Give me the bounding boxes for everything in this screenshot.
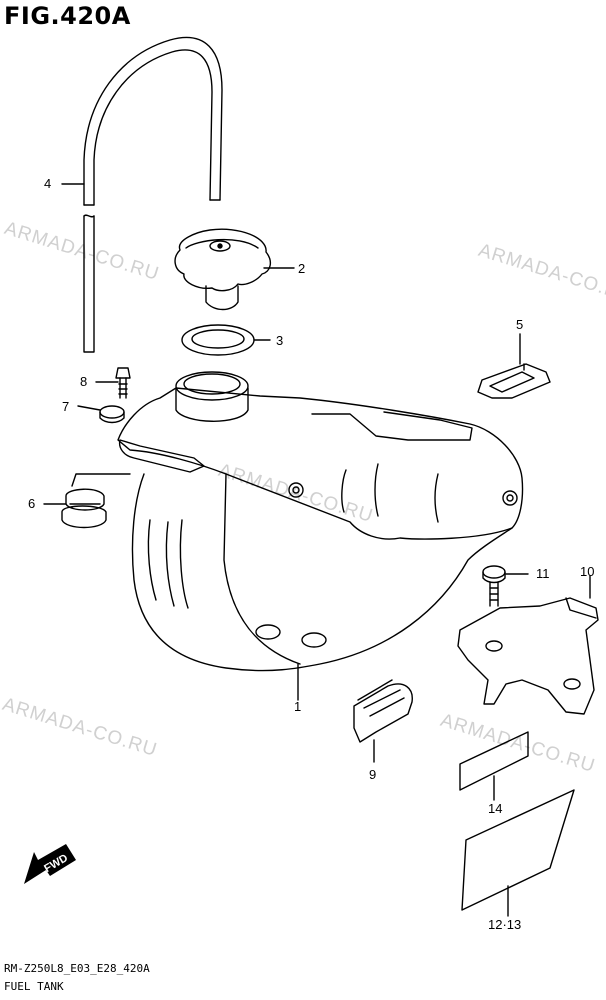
screw bbox=[482, 565, 506, 607]
callout-8: 8 bbox=[80, 374, 88, 389]
label-plate bbox=[459, 731, 529, 791]
bracket bbox=[457, 597, 599, 715]
callout-5: 5 bbox=[516, 317, 524, 332]
callout-6: 6 bbox=[28, 496, 36, 511]
cushion bbox=[61, 488, 107, 529]
gasket bbox=[181, 324, 255, 356]
washer bbox=[99, 405, 125, 424]
callout-2: 2 bbox=[298, 261, 306, 276]
callout-7: 7 bbox=[62, 399, 70, 414]
bolt bbox=[115, 367, 131, 399]
callout-12-13: 12·13 bbox=[488, 917, 522, 932]
clip bbox=[477, 363, 551, 399]
figure-title: FIG.420A bbox=[4, 2, 131, 30]
callout-1: 1 bbox=[294, 699, 302, 714]
cushion-pad bbox=[353, 679, 413, 743]
callout-11: 11 bbox=[536, 566, 550, 581]
sheet bbox=[461, 789, 575, 911]
callout-10: 10 bbox=[580, 564, 595, 579]
breather-hose bbox=[83, 36, 223, 353]
callout-3: 3 bbox=[276, 333, 284, 348]
forward-direction-arrow: FWD bbox=[24, 844, 76, 884]
fuel-tank bbox=[117, 371, 524, 672]
callout-9: 9 bbox=[369, 767, 377, 782]
fuel-cap bbox=[174, 228, 272, 311]
callout-14: 14 bbox=[488, 801, 503, 816]
figure-name: FUEL TANK bbox=[4, 980, 64, 993]
figure-code: RM-Z250L8_E03_E28_420A bbox=[4, 962, 150, 975]
callout-4: 4 bbox=[44, 176, 52, 191]
